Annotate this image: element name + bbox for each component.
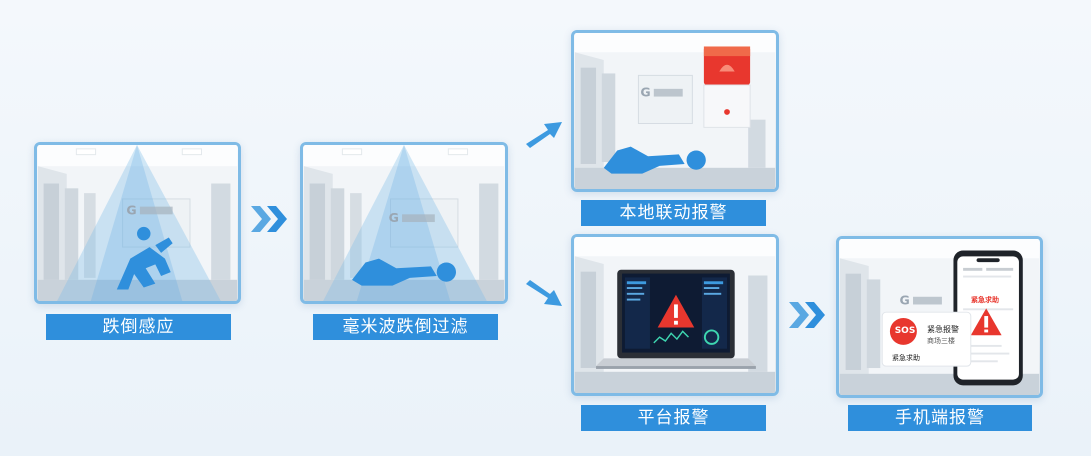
restroom-scene-2: G	[303, 145, 505, 301]
restroom-scene-4	[574, 237, 776, 393]
caption-local-alarm: 本地联动报警	[581, 200, 766, 226]
caption-radar-filter: 毫米波跌倒过滤	[313, 314, 498, 340]
caption-mobile-alarm: 手机端报警	[848, 405, 1032, 431]
notification-subtitle: 商场三楼	[927, 337, 955, 345]
panel-platform-alarm	[571, 234, 779, 396]
chevron-right-icon	[251, 206, 287, 232]
svg-text:G: G	[126, 202, 136, 217]
arrow-down-right-icon	[526, 280, 562, 306]
notification-footer: 紧急求助	[892, 354, 920, 362]
warning-triangle-icon	[970, 308, 1002, 336]
notification-card	[881, 311, 972, 367]
svg-text:G: G	[900, 292, 910, 307]
caption-platform-alarm: 平台报警	[581, 405, 766, 431]
restroom-scene-3: G	[574, 33, 776, 189]
restroom-scene-5: G	[839, 239, 1040, 395]
svg-text:G: G	[640, 85, 650, 100]
restroom-scene-1: G	[37, 145, 238, 301]
svg-text:G: G	[389, 210, 399, 225]
notification-title: 紧急报警	[927, 325, 959, 334]
sos-badge: SOS	[894, 326, 916, 336]
arrow-up-right-icon	[526, 122, 562, 148]
panel-local-alarm: G	[571, 30, 779, 192]
phone-header-text: 紧急求助	[971, 296, 999, 304]
panel-fall-sensing: G	[34, 142, 241, 304]
lying-person-icon	[352, 258, 456, 286]
caption-fall-sensing: 跌倒感应	[46, 314, 231, 340]
alarm-siren-icon	[703, 46, 751, 128]
panel-mobile-alarm: G	[836, 236, 1043, 398]
warning-triangle-icon	[657, 294, 695, 328]
lying-person-icon	[603, 146, 706, 174]
falling-person-icon	[116, 226, 173, 290]
chevron-right-icon	[789, 302, 825, 328]
panel-radar-filter: G	[300, 142, 508, 304]
